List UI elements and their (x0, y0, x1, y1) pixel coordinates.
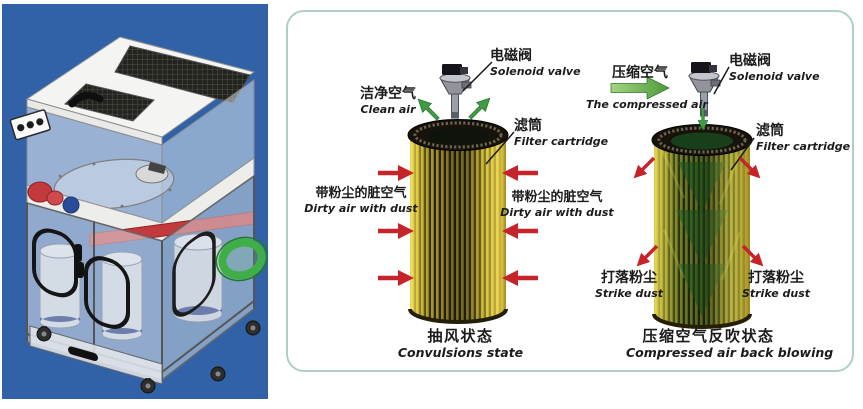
blue-gauge (62, 196, 80, 214)
label-filter-cartridge-left-zh: 滤筒 (514, 118, 542, 134)
filter-diagram-panel: 电磁阀 Solenoid valve 洁净空气 Clean air 滤筒 Fil… (286, 10, 854, 372)
label-dirty-air-right-en: Dirty air with dust (500, 205, 614, 219)
label-strike-dust-left-en: Strike dust (594, 286, 664, 300)
filter-cartridge-suction (407, 119, 509, 324)
machine-photo (2, 4, 268, 399)
label-filter-cartridge-right: 滤筒 Filter cartridge (756, 123, 850, 153)
compressed-air-arrow (610, 76, 670, 100)
label-strike-dust-left-zh: 打落粉尘 (601, 270, 657, 286)
label-filter-cartridge-left: 滤筒 Filter cartridge (514, 118, 608, 148)
diagram-annotations (378, 61, 768, 286)
internal-filter-cartridges (39, 233, 223, 341)
label-clean-air: 洁净空气 Clean air (346, 86, 430, 116)
tray-handle (68, 346, 98, 362)
label-solenoid-valve-left-zh: 电磁阀 (490, 48, 532, 64)
label-clean-air-en: Clean air (360, 102, 416, 116)
caption-suction-state: 抽风状态 Convulsions state (393, 327, 528, 360)
caption-suction-state-en: Convulsions state (397, 345, 524, 360)
door-handle (74, 244, 82, 262)
label-solenoid-valve-left: 电磁阀 Solenoid valve (490, 48, 581, 78)
label-compressed-air: 压缩空气 The compressed air (586, 65, 708, 111)
caption-backblow-state-zh: 压缩空气反吹状态 (642, 327, 775, 345)
label-filter-cartridge-right-en: Filter cartridge (756, 139, 851, 153)
label-solenoid-valve-right-zh: 电磁阀 (729, 53, 771, 69)
solenoid-valve-icon (439, 64, 472, 119)
lid-handle (68, 91, 104, 108)
strike-dust-arrows (629, 153, 768, 271)
label-compressed-air-zh: 压缩空气 (612, 65, 668, 81)
label-strike-dust-right-zh: 打落粉尘 (748, 270, 804, 286)
casters (36, 320, 261, 394)
caption-suction-state-zh: 抽风状态 (427, 327, 494, 345)
dirty-air-arrows (378, 165, 538, 286)
label-strike-dust-right-en: Strike dust (741, 286, 811, 300)
label-dirty-air-right-zh: 带粉尘的脏空气 (511, 190, 603, 205)
label-solenoid-valve-right-en: Solenoid valve (729, 69, 820, 83)
label-strike-dust-left: 打落粉尘 Strike dust (594, 270, 664, 300)
label-clean-air-zh: 洁净空气 (360, 86, 416, 102)
label-compressed-air-en: The compressed air (586, 97, 708, 111)
label-solenoid-valve-left-en: Solenoid valve (490, 64, 581, 78)
label-dirty-air-right: 带粉尘的脏空气 Dirty air with dust (498, 190, 616, 219)
dust-collector-machine-illustration (2, 4, 268, 399)
control-panel (9, 109, 51, 141)
solenoid-valve-icon (688, 62, 721, 117)
label-solenoid-valve-right: 电磁阀 Solenoid valve (729, 53, 820, 83)
filter-cartridge-backblow (651, 124, 753, 329)
label-dirty-air-left-zh: 带粉尘的脏空气 (315, 186, 407, 201)
caption-backblow-state: 压缩空气反吹状态 Compressed air back blowing (626, 327, 834, 360)
caption-backblow-state-en: Compressed air back blowing (626, 345, 834, 360)
label-filter-cartridge-right-zh: 滤筒 (756, 123, 784, 139)
label-dirty-air-left-en: Dirty air with dust (304, 201, 418, 215)
label-dirty-air-left: 带粉尘的脏空气 Dirty air with dust (302, 186, 420, 215)
green-port-ring (215, 236, 268, 282)
label-leader-lines (462, 61, 755, 171)
label-strike-dust-right: 打落粉尘 Strike dust (741, 270, 811, 300)
label-filter-cartridge-left-en: Filter cartridge (514, 134, 609, 148)
backblow-air-arrow (697, 107, 709, 131)
